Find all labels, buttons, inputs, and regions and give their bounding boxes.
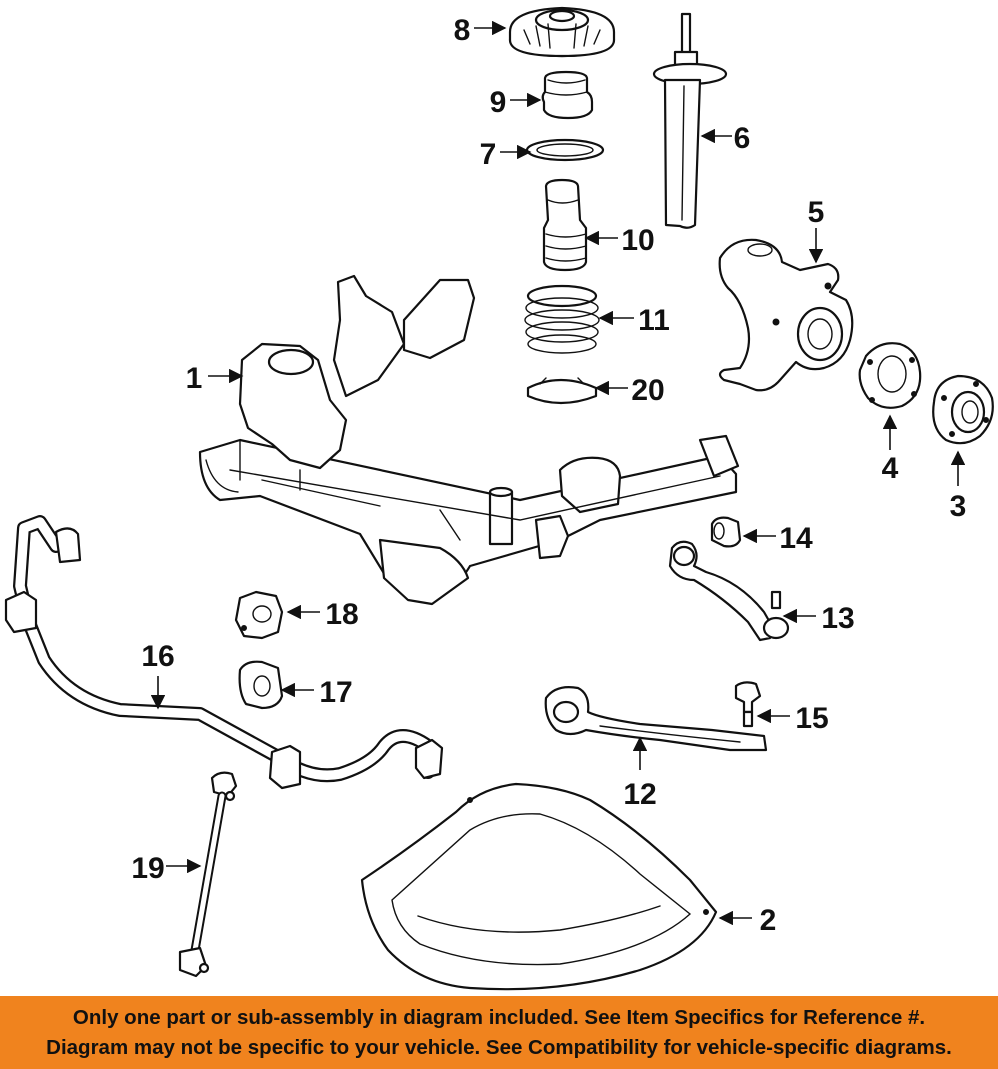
callout-13: 13 xyxy=(821,602,854,635)
callout-12: 12 xyxy=(623,778,656,811)
callout-20: 20 xyxy=(631,374,664,407)
callout-11: 11 xyxy=(638,304,670,337)
callout-9: 9 xyxy=(490,86,507,119)
subframe-crossmember-part[interactable] xyxy=(198,274,740,606)
callout-14: 14 xyxy=(779,522,813,555)
stabilizer-bar-part[interactable] xyxy=(4,515,444,790)
suspension-diagram: 8 9 7 6 10 11 20 5 4 3 1 14 13 15 12 18 … xyxy=(4,6,994,991)
callout-15: 15 xyxy=(795,702,828,735)
strut-mount-part[interactable] xyxy=(508,6,616,58)
ball-joint-part[interactable] xyxy=(734,681,762,728)
coil-spring-part[interactable] xyxy=(524,284,600,354)
disclaimer-line-2: Diagram may not be specific to your vehi… xyxy=(46,1035,952,1059)
control-arm-bushing-part[interactable] xyxy=(710,516,742,548)
stabilizer-bushing-part[interactable] xyxy=(238,660,284,710)
dust-boot-part[interactable] xyxy=(542,178,588,272)
disclaimer-banner: Only one part or sub-assembly in diagram… xyxy=(0,996,998,1069)
leader-arrows xyxy=(150,20,966,926)
stabilizer-link-part[interactable] xyxy=(178,771,238,978)
callout-16: 16 xyxy=(141,640,174,673)
callout-7: 7 xyxy=(480,138,497,171)
callout-labels: 8 9 7 6 10 11 20 5 4 3 1 14 13 15 12 18 … xyxy=(131,14,966,937)
callout-6: 6 xyxy=(734,122,751,155)
wheel-hub-part[interactable] xyxy=(932,374,994,445)
callout-4: 4 xyxy=(882,452,899,485)
strut-bushing-part[interactable] xyxy=(541,70,594,120)
disclaimer-line-1: Only one part or sub-assembly in diagram… xyxy=(72,1005,926,1029)
strut-assembly-part[interactable] xyxy=(652,12,728,229)
callout-3: 3 xyxy=(950,490,967,523)
callout-10: 10 xyxy=(621,224,654,257)
callout-8: 8 xyxy=(454,14,471,47)
underbody-shield-part[interactable] xyxy=(360,782,718,991)
lower-control-arm-part[interactable] xyxy=(668,540,790,642)
spring-isolator-ring-part[interactable] xyxy=(525,138,605,162)
callout-17: 17 xyxy=(319,676,352,709)
steering-knuckle-part[interactable] xyxy=(718,238,854,392)
callout-19: 19 xyxy=(131,852,164,885)
callout-5: 5 xyxy=(808,196,825,229)
upper-control-arm-part[interactable] xyxy=(544,686,768,752)
callout-18: 18 xyxy=(325,598,358,631)
callout-2: 2 xyxy=(760,904,777,937)
stabilizer-bracket-part[interactable] xyxy=(234,590,284,640)
callout-1: 1 xyxy=(186,362,203,395)
wheel-bearing-part[interactable] xyxy=(858,342,922,409)
spring-seat-part[interactable] xyxy=(526,377,598,405)
